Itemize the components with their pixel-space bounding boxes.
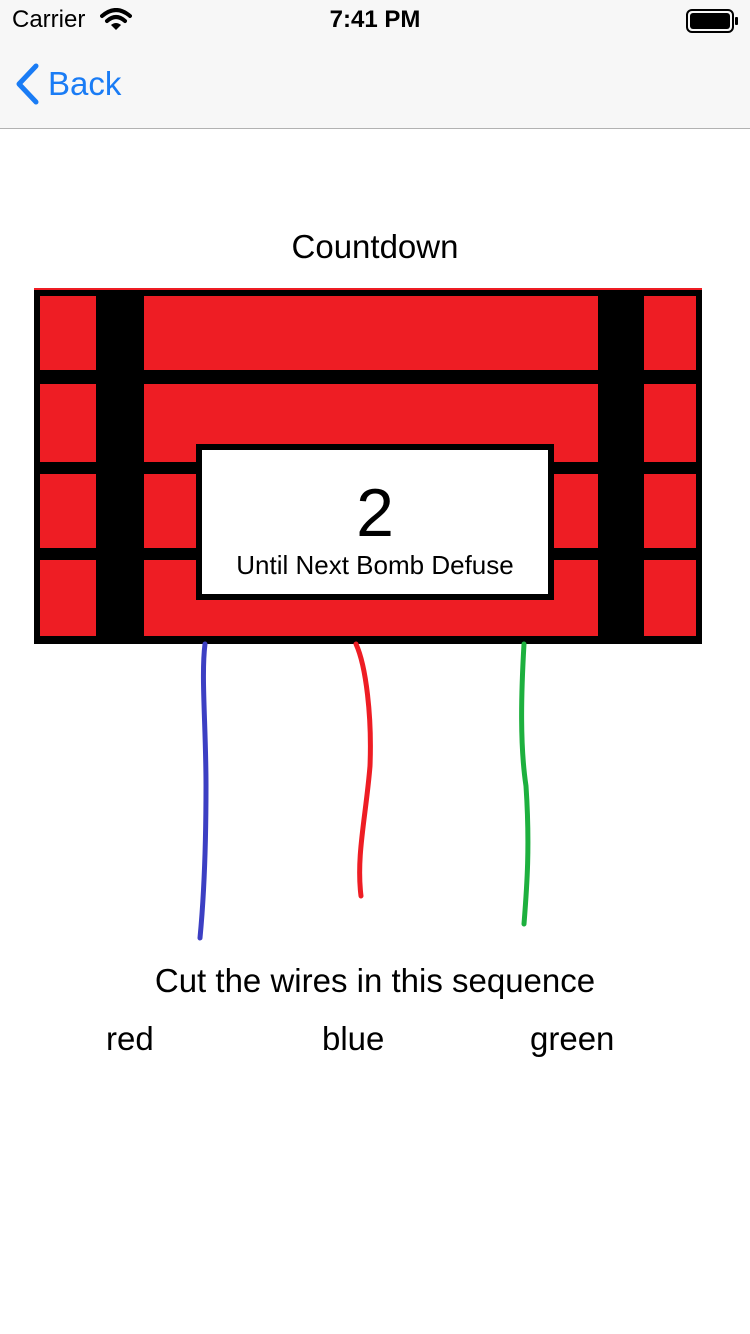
navigation-bar: Back	[0, 40, 750, 129]
carrier-label: Carrier	[12, 6, 86, 33]
timer-panel: 2 Until Next Bomb Defuse	[196, 444, 554, 600]
blue-wire[interactable]	[197, 641, 209, 941]
back-label: Back	[48, 65, 122, 102]
sequence-item-2: blue	[322, 1020, 385, 1057]
instruction-text: Cut the wires in this sequence	[154, 962, 596, 999]
sequence-item-1: red	[106, 1020, 154, 1057]
status-time: 7:41 PM	[329, 6, 421, 33]
timer-caption: Until Next Bomb Defuse	[236, 550, 514, 580]
back-button[interactable]: Back	[14, 60, 121, 108]
wires	[197, 641, 531, 941]
countdown-title: Countdown	[291, 228, 459, 265]
green-wire[interactable]	[519, 641, 531, 927]
battery-icon	[686, 9, 738, 33]
timer-value: 2	[356, 475, 394, 551]
wifi-icon	[100, 8, 132, 30]
chevron-left-icon	[16, 63, 39, 105]
status-bar: Carrier 7:41 PM	[0, 0, 750, 40]
sequence-item-3: green	[530, 1020, 615, 1057]
red-wire[interactable]	[353, 641, 373, 899]
